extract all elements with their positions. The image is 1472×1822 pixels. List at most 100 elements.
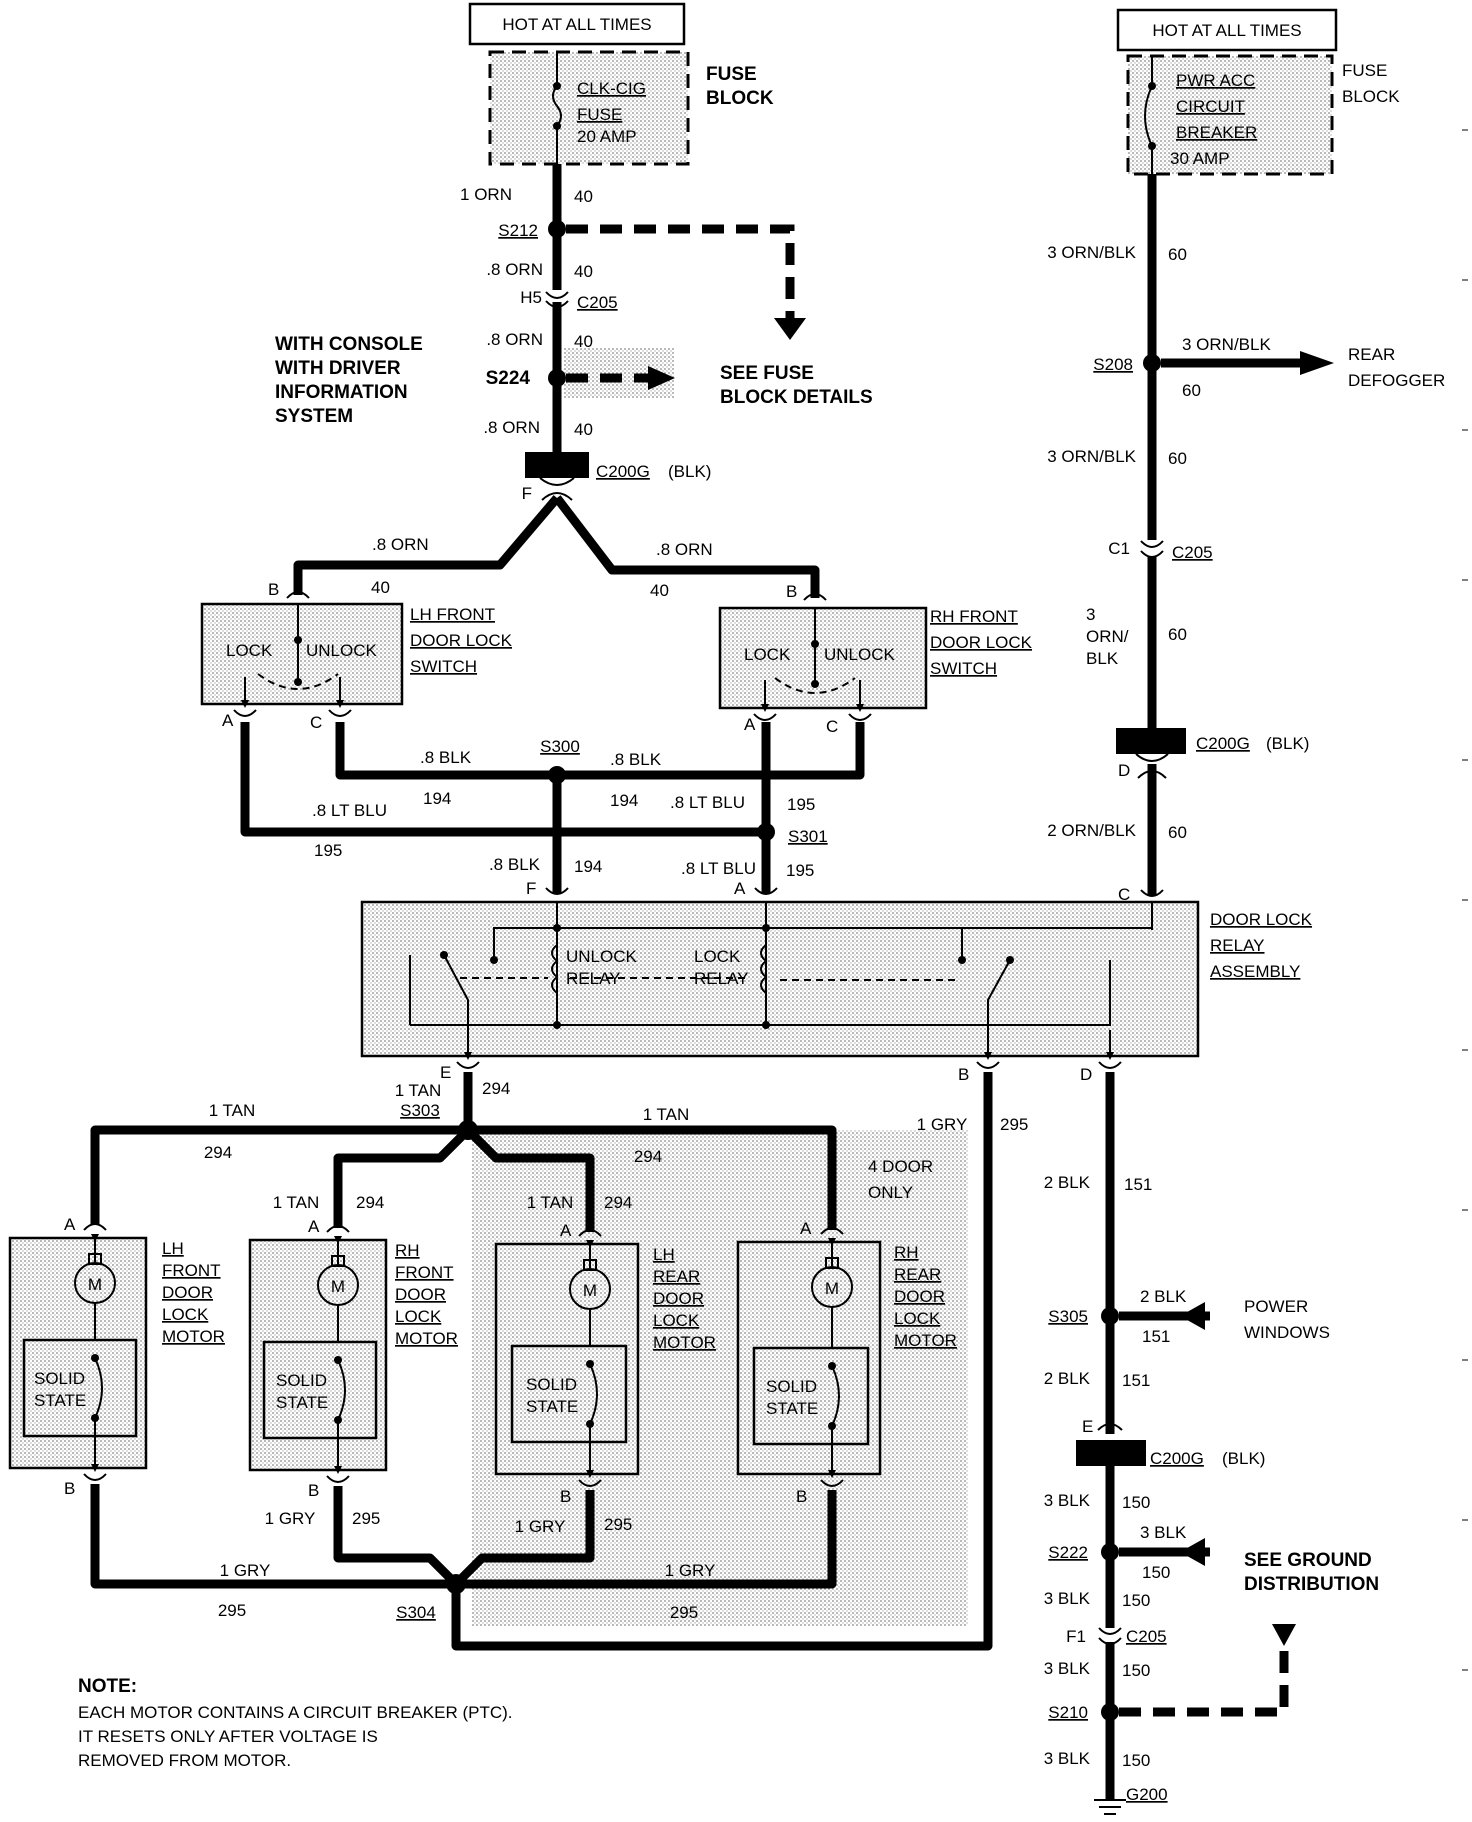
svg-text:DOOR: DOOR [653,1289,704,1308]
motor-lh-front: A M SOLID STATE LH FRONT DOOR LOCK MOTOR… [8,1215,225,1498]
svg-text:PWR ACC: PWR ACC [1176,71,1255,90]
svg-text:B: B [796,1487,807,1506]
svg-text:STATE: STATE [34,1391,86,1410]
svg-text:UNLOCK: UNLOCK [824,645,896,664]
svg-text:REMOVED FROM MOTOR.: REMOVED FROM MOTOR. [78,1751,291,1770]
svg-text:295: 295 [352,1509,380,1528]
svg-text:DOOR LOCK: DOOR LOCK [1210,910,1313,929]
svg-text:LH: LH [653,1245,675,1264]
svg-text:.8 BLK: .8 BLK [489,855,541,874]
right-feed-wires: 3 ORN/BLK 60 S208 3 ORN/BLK 60 REAR DEFO… [1047,174,1445,904]
svg-text:195: 195 [787,795,815,814]
svg-text:ASSEMBLY: ASSEMBLY [1210,962,1300,981]
svg-text:FUSE: FUSE [1342,61,1387,80]
svg-text:B: B [786,582,797,601]
svg-text:SOLID: SOLID [34,1369,85,1388]
svg-text:.8 LT BLU: .8 LT BLU [670,793,745,812]
svg-text:F: F [526,879,536,898]
right-power-source: HOT AT ALL TIMES PWR ACC CIRCUIT BREAKER… [1116,8,1400,176]
splice-s224 [548,369,566,387]
svg-text:DISTRIBUTION: DISTRIBUTION [1244,1574,1379,1595]
svg-text:C205: C205 [577,293,618,312]
svg-text:3: 3 [1086,605,1095,624]
svg-text:1 GRY: 1 GRY [917,1115,968,1134]
svg-text:(BLK): (BLK) [1222,1449,1265,1468]
svg-text:C: C [1118,885,1130,904]
svg-text:B: B [308,1481,319,1500]
svg-text:195: 195 [314,841,342,860]
svg-text:195: 195 [786,861,814,880]
svg-text:CLK-CIG: CLK-CIG [577,79,646,98]
tan-distribution-wires: 1 TAN 294 S303 1 TAN 294 1 TAN 294 1 TAN… [90,1072,837,1232]
svg-text:3 BLK: 3 BLK [1140,1523,1187,1542]
svg-text:1 GRY: 1 GRY [515,1517,566,1536]
svg-text:IT RESETS ONLY AFTER VOLTAGE I: IT RESETS ONLY AFTER VOLTAGE IS [78,1727,378,1746]
svg-text:40: 40 [574,420,593,439]
svg-text:1 TAN: 1 TAN [643,1105,690,1124]
svg-text:F1: F1 [1066,1627,1086,1646]
svg-text:.8 ORN: .8 ORN [372,535,429,554]
svg-text:WITH CONSOLE: WITH CONSOLE [275,334,423,355]
svg-text:295: 295 [218,1601,246,1620]
svg-text:2 BLK: 2 BLK [1044,1173,1091,1192]
svg-text:DOOR: DOOR [395,1285,446,1304]
svg-text:60: 60 [1182,381,1201,400]
splice-s305 [1101,1307,1119,1325]
svg-text:STATE: STATE [276,1393,328,1412]
svg-text:D: D [1080,1065,1092,1084]
svg-text:S303: S303 [400,1101,440,1120]
svg-text:HOT AT ALL TIMES: HOT AT ALL TIMES [1152,21,1301,40]
svg-text:SOLID: SOLID [276,1371,327,1390]
svg-text:294: 294 [356,1193,384,1212]
svg-text:LOCK: LOCK [694,947,741,966]
svg-text:S305: S305 [1048,1307,1088,1326]
svg-text:BLOCK: BLOCK [1342,87,1400,106]
svg-text:A: A [560,1221,572,1240]
svg-text:RH: RH [395,1241,420,1260]
svg-text:294: 294 [204,1143,232,1162]
svg-text:FRONT: FRONT [162,1261,221,1280]
svg-text:DOOR LOCK: DOOR LOCK [410,631,513,650]
svg-text:STATE: STATE [766,1399,818,1418]
svg-text:S208: S208 [1093,355,1133,374]
svg-text:(BLK): (BLK) [1266,734,1309,753]
svg-text:E: E [1082,1417,1093,1436]
svg-text:4 DOOR: 4 DOOR [868,1157,933,1176]
svg-text:40: 40 [574,262,593,281]
svg-text:3 BLK: 3 BLK [1044,1491,1091,1510]
svg-text:H5: H5 [520,288,542,307]
svg-text:1 GRY: 1 GRY [265,1509,316,1528]
svg-text:DEFOGGER: DEFOGGER [1348,371,1445,390]
svg-text:UNLOCK: UNLOCK [306,641,378,660]
svg-text:C1: C1 [1108,539,1130,558]
svg-text:.8 LT BLU: .8 LT BLU [312,801,387,820]
svg-text:295: 295 [604,1515,632,1534]
svg-text:2 BLK: 2 BLK [1140,1287,1187,1306]
svg-text:MOTOR: MOTOR [395,1329,458,1348]
svg-text:M: M [583,1281,597,1300]
svg-text:3 BLK: 3 BLK [1044,1659,1091,1678]
svg-text:C205: C205 [1172,543,1213,562]
svg-text:F: F [522,484,532,503]
svg-text:M: M [88,1275,102,1294]
rh-front-door-lock-switch: B LOCK UNLOCK RH FRONT DOOR LOCK SWITCH … [718,582,1033,736]
svg-text:REAR: REAR [1348,345,1395,364]
svg-text:DOOR LOCK: DOOR LOCK [930,633,1033,652]
svg-text:1 TAN: 1 TAN [209,1101,256,1120]
gray-return-wires: 1 GRY 295 1 GRY 295 1 GRY 295 1 GRY 295 … [90,1072,1028,1651]
svg-text:1 TAN: 1 TAN [527,1193,574,1212]
switch-relay-wires: S300 S301 .8 BLK 194 .8 BLK 194 .8 LT BL… [240,722,865,898]
svg-text:.8 BLK: .8 BLK [610,750,662,769]
splice-s222 [1101,1543,1119,1561]
svg-text:D: D [1118,761,1130,780]
svg-text:2 BLK: 2 BLK [1044,1369,1091,1388]
left-power-source: HOT AT ALL TIMES CLK-CIG FUSE 20 AMP FUS… [468,2,774,166]
svg-text:SOLID: SOLID [526,1375,577,1394]
svg-text:1 ORN: 1 ORN [460,185,512,204]
svg-text:3 ORN/BLK: 3 ORN/BLK [1047,243,1136,262]
splice-s300 [548,766,566,784]
svg-text:40: 40 [574,332,593,351]
svg-text:294: 294 [634,1147,662,1166]
svg-text:STATE: STATE [526,1397,578,1416]
svg-text:LOCK: LOCK [162,1305,209,1324]
